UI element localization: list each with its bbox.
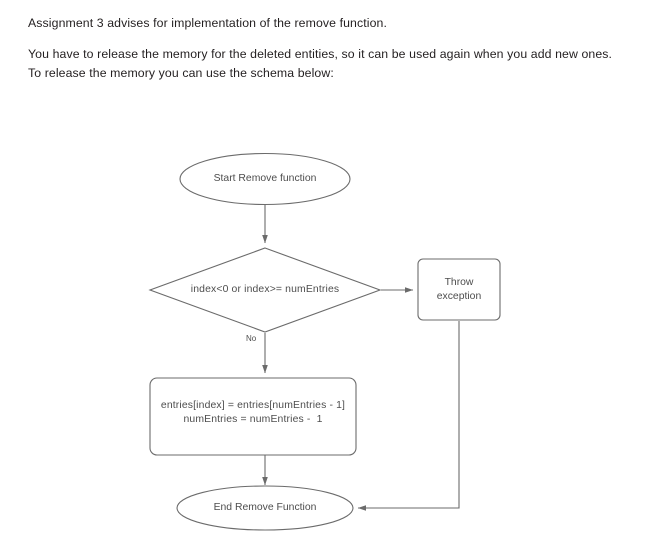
node-throw-label-line2: exception — [436, 290, 482, 302]
node-throw-shape[interactable] — [417, 258, 501, 321]
node-throw-label-line1: Throw — [444, 277, 474, 288]
node-decision-label: index<0 or index>= numEntries — [190, 284, 340, 295]
edge-throw-to-end — [357, 321, 460, 511]
node-throw-label: Throw exception — [418, 276, 500, 303]
node-process-shape[interactable] — [149, 377, 357, 456]
paragraph-1: Assignment 3 advises for implementation … — [28, 16, 387, 30]
paragraph-2: You have to release the memory for the d… — [28, 47, 613, 80]
node-decision-shape[interactable] — [148, 247, 382, 333]
document-body: Assignment 3 advises for implementation … — [28, 14, 628, 95]
edge-label-no: No — [246, 334, 257, 343]
node-process-label: entries[index] = entries[numEntries - 1]… — [150, 399, 356, 426]
node-end-shape[interactable] — [176, 485, 354, 531]
node-process-label-line1: entries[index] = entries[numEntries - 1] — [160, 400, 346, 411]
node-end-label: End Remove Function — [213, 502, 317, 513]
node-start-label: Start Remove function — [213, 173, 317, 184]
node-process-label-line2: numEntries = numEntries - 1 — [183, 413, 323, 425]
node-start-shape[interactable] — [179, 152, 351, 206]
